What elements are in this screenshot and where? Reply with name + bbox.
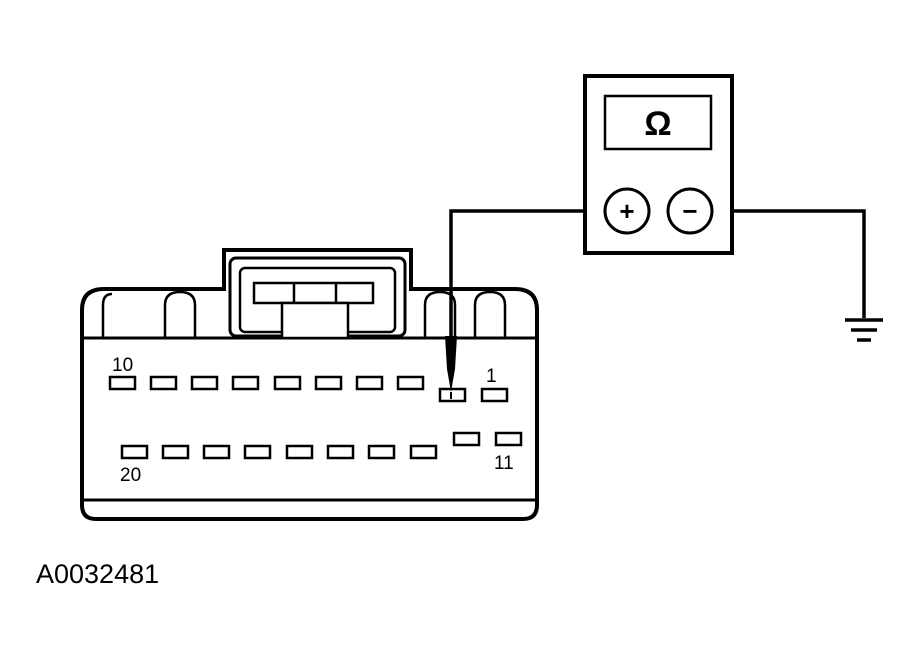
ground-icon xyxy=(845,318,883,342)
pin-label-10: 10 xyxy=(112,355,133,376)
test-lead-wires xyxy=(449,209,866,340)
pin-cavity-3 xyxy=(396,375,425,391)
pin-row-top xyxy=(108,375,509,403)
pin-cavity-11 xyxy=(494,431,523,447)
negative-terminal: − xyxy=(666,187,714,235)
pin-cavity-6 xyxy=(273,375,302,391)
pin-cavity-12 xyxy=(452,431,481,447)
pin-cavity-15 xyxy=(326,444,355,460)
probe-tip xyxy=(445,336,457,399)
negative-label: − xyxy=(682,196,697,226)
pin-cavity-14 xyxy=(367,444,396,460)
pin-cavity-18 xyxy=(202,444,231,460)
pin-cavity-19 xyxy=(161,444,190,460)
pin-cavity-8 xyxy=(190,375,219,391)
pin-label-11: 11 xyxy=(494,453,514,474)
positive-label: + xyxy=(619,196,634,226)
pin-cavity-4 xyxy=(355,375,384,391)
pin-label-1: 1 xyxy=(486,366,497,387)
ohmmeter: Ω + − xyxy=(583,74,734,255)
figure-id: A0032481 xyxy=(36,559,160,589)
pin-cavity-2 xyxy=(438,387,467,403)
pin-label-20: 20 xyxy=(120,465,141,486)
pin-row-bottom xyxy=(120,431,523,460)
pin-cavity-7 xyxy=(231,375,260,391)
pin-cavity-13 xyxy=(409,444,438,460)
pin-cavity-16 xyxy=(285,444,314,460)
pin-cavity-9 xyxy=(149,375,178,391)
ohm-symbol: Ω xyxy=(644,105,671,143)
meter-display xyxy=(603,94,713,151)
pin-cavity-1 xyxy=(480,387,509,403)
positive-terminal: + xyxy=(603,187,651,235)
pin-cavity-20 xyxy=(120,444,149,460)
locking-latch xyxy=(228,256,407,340)
pin-cavity-17 xyxy=(243,444,272,460)
pin-cavity-10 xyxy=(108,375,137,391)
pin-cavity-5 xyxy=(314,375,343,391)
